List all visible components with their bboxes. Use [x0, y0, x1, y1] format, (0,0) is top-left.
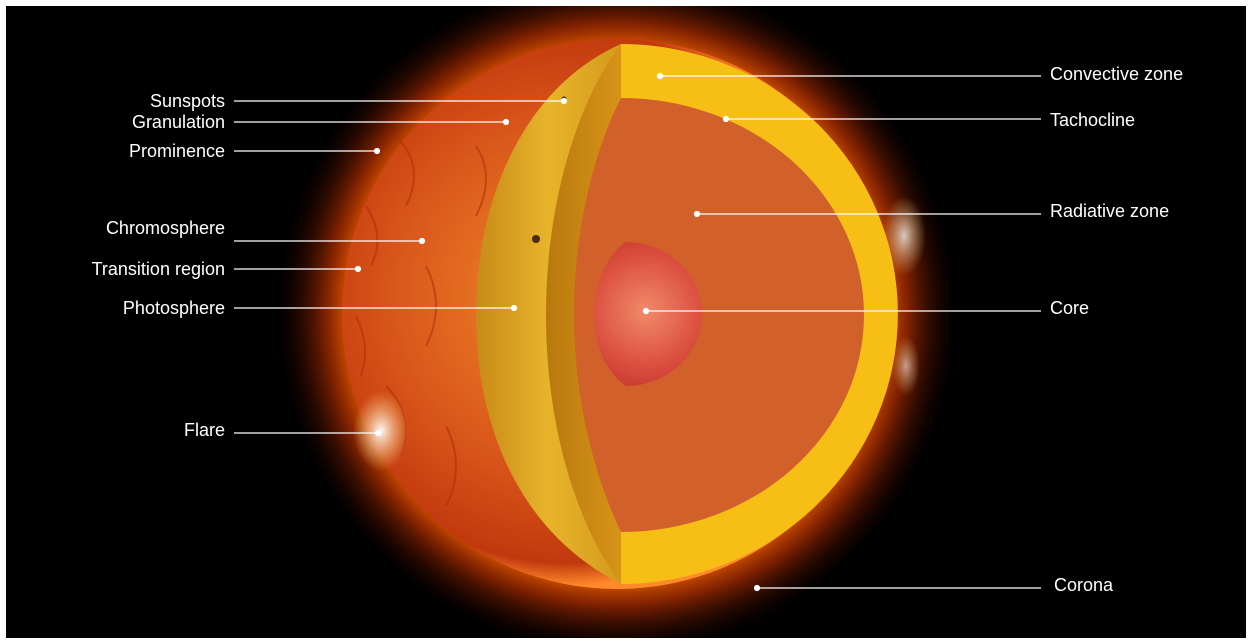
sun-structure-diagram: Sunspots Granulation Prominence Chromosp… [92, 6, 1183, 638]
sunspot [532, 235, 540, 243]
label-tachocline: Tachocline [1050, 110, 1135, 130]
label-granulation: Granulation [132, 112, 225, 132]
leader-lines [234, 72, 1041, 592]
diagram-frame: Sunspots Granulation Prominence Chromosp… [6, 6, 1246, 638]
label-flare: Flare [184, 420, 225, 440]
label-radiative-zone: Radiative zone [1050, 201, 1169, 221]
core [594, 242, 702, 386]
radiative-zone [574, 98, 864, 532]
bright-patch-right-lower [892, 336, 920, 396]
label-corona: Corona [1054, 575, 1114, 595]
flare-patch [353, 391, 409, 471]
label-sunspots: Sunspots [150, 91, 225, 111]
label-transition-region: Transition region [92, 259, 225, 279]
label-convective-zone: Convective zone [1050, 64, 1183, 84]
label-chromosphere: Chromosphere [106, 218, 225, 238]
label-photosphere: Photosphere [123, 298, 225, 318]
label-prominence: Prominence [129, 141, 225, 161]
bright-patch-right [882, 196, 926, 276]
surface-texture [355, 135, 487, 507]
label-core: Core [1050, 298, 1089, 318]
